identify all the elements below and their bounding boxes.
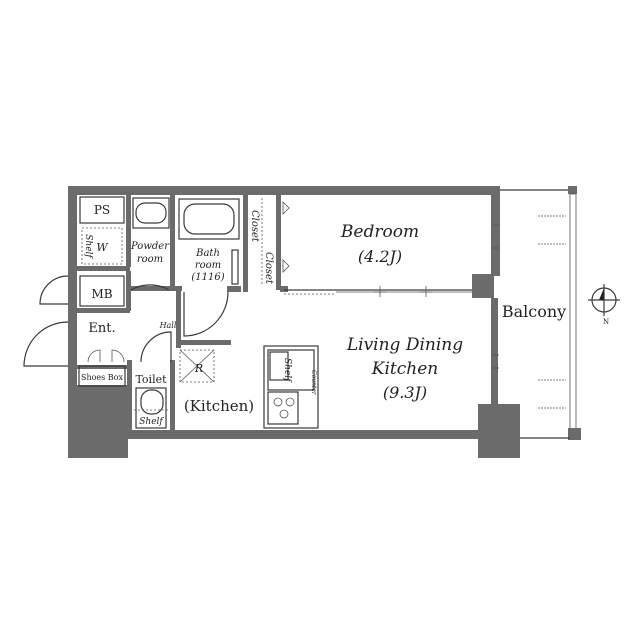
mb-label: MB — [91, 287, 112, 301]
closet-label-a: Closet — [249, 210, 260, 243]
ldk-size-label: (9.3J) — [383, 383, 427, 402]
powder-room-label-1: Powder — [130, 241, 170, 252]
bath-room-label-1: Bath — [195, 248, 220, 259]
shelf-w-label: W — [96, 241, 109, 254]
balcony-label: Balcony — [502, 302, 566, 321]
windows — [492, 224, 499, 369]
shelf-w-sub-label: Shelf — [83, 234, 93, 259]
toilet-shelf-label: Shelf — [139, 417, 164, 427]
kitchen-shelf-label: Shelf — [282, 358, 292, 383]
closet-label-b: Closet — [263, 252, 274, 285]
counter-label: Counter — [310, 370, 317, 396]
bath-room-label-3: (1116) — [191, 272, 224, 283]
north-label: N — [603, 318, 609, 326]
ps-label: PS — [94, 203, 110, 217]
toilet-label: Toilet — [135, 373, 167, 386]
shoes-box-label: Shoes Box — [81, 373, 124, 382]
ldk-label-2: Kitchen — [371, 359, 438, 379]
balcony-outline — [500, 186, 581, 440]
hall-label: Hall — [159, 321, 177, 330]
walls — [68, 186, 520, 458]
north-compass — [588, 284, 620, 316]
entrance-label: Ent. — [88, 321, 115, 336]
doors — [23, 275, 229, 367]
sliding-partition — [284, 286, 472, 297]
bedroom-label: Bedroom — [340, 222, 419, 242]
fixtures — [78, 196, 319, 429]
ldk-label-1: Living Dining — [346, 335, 463, 355]
fridge-label: R — [194, 362, 203, 375]
bedroom-size-label: (4.2J) — [358, 247, 402, 266]
powder-room-label-2: room — [137, 254, 163, 265]
kitchen-label: (Kitchen) — [184, 397, 254, 415]
bath-room-label-2: room — [195, 260, 221, 271]
